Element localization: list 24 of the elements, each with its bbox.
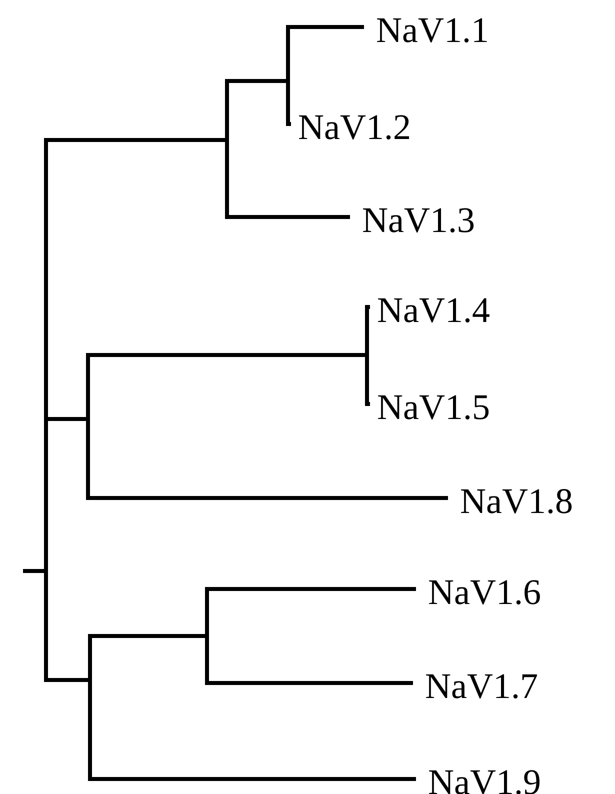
- branch: [48, 138, 225, 142]
- leaf-label: NaV1.6: [428, 572, 541, 612]
- leaf-label: NaV1.7: [425, 666, 538, 706]
- branch: [229, 79, 286, 83]
- branch: [369, 402, 370, 406]
- branch: [290, 122, 291, 126]
- branch: [48, 678, 88, 682]
- branch: [90, 496, 448, 500]
- branch: [48, 417, 86, 421]
- leaf-label: NaV1.2: [298, 107, 411, 147]
- branch: [90, 353, 365, 357]
- branch: [229, 215, 350, 219]
- leaf-label: NaV1.5: [377, 387, 490, 427]
- leaf-label: NaV1.1: [376, 10, 489, 50]
- leaf-label: NaV1.4: [377, 290, 490, 330]
- branch: [92, 634, 205, 638]
- branch: [369, 305, 370, 309]
- branch: [209, 587, 416, 591]
- leaf-label: NaV1.8: [460, 481, 573, 521]
- leaf-label: NaV1.3: [362, 200, 475, 240]
- branch: [92, 777, 416, 781]
- branch: [209, 681, 413, 685]
- branch: [23, 569, 44, 573]
- branch: [290, 25, 364, 29]
